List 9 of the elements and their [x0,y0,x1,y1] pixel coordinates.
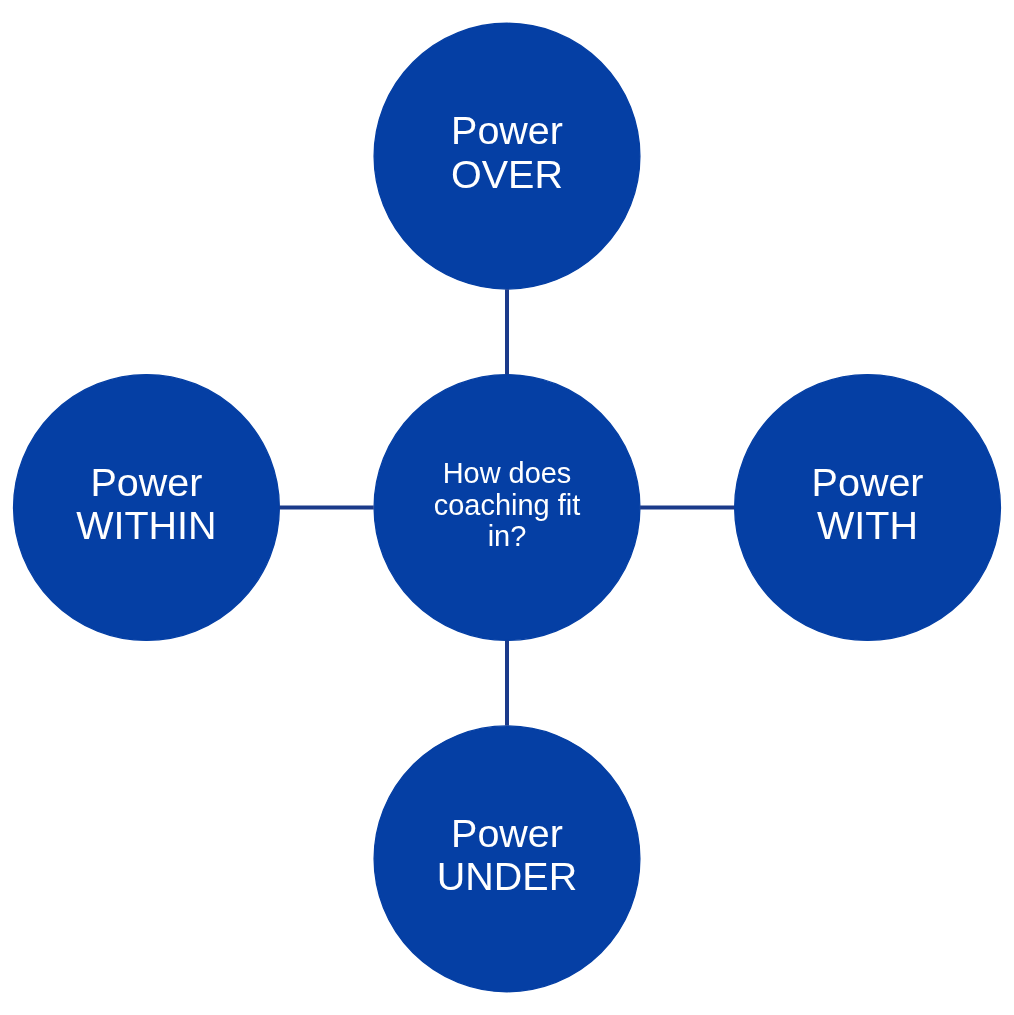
node-circle: Power WITH [734,373,1002,642]
connector [505,640,509,726]
connector [279,505,374,510]
node-circle: Power WITHIN [12,373,281,642]
node-circle: Power UNDER [373,725,641,993]
node-circle: How does coaching fit in? [373,373,641,642]
connector [505,289,509,375]
node-circle: Power OVER [373,22,641,290]
connector [640,505,735,510]
